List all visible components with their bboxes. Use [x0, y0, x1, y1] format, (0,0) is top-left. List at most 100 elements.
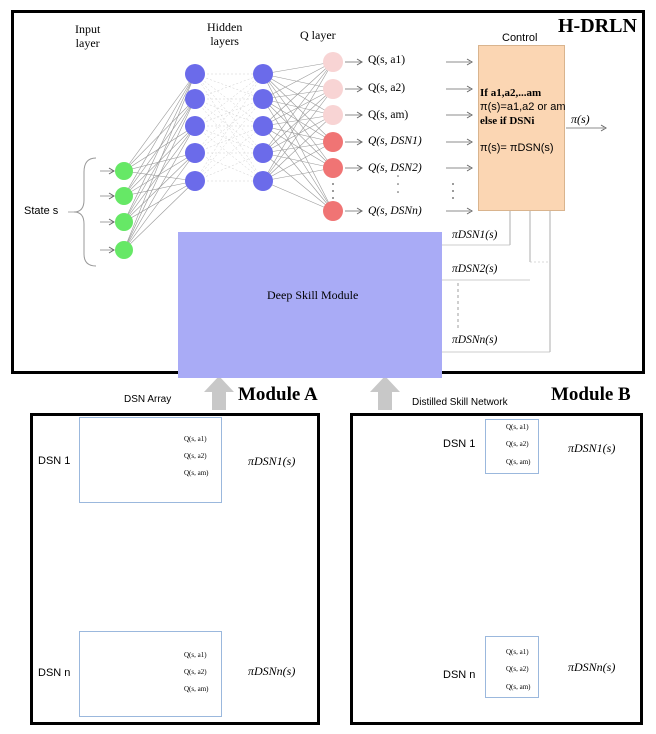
connection-line — [262, 73, 334, 212]
module-b-title: Module B — [551, 384, 631, 405]
q-label-dsnn: Q(s, DSNn) — [368, 205, 422, 217]
deep-skill-module-label: Deep Skill Module — [267, 288, 359, 302]
hidden2-neuron-2 — [253, 89, 273, 109]
module-a-arrow — [204, 376, 234, 410]
hidden1-neuron-5 — [185, 171, 205, 191]
connection-line — [194, 73, 264, 100]
dsn-1-box-b — [485, 419, 539, 474]
hidden1-neuron-3 — [185, 116, 205, 136]
connection-line — [194, 125, 264, 182]
connection-line — [262, 98, 334, 212]
connection-line — [262, 73, 334, 90]
input-arrow-head — [108, 192, 115, 200]
control-input-arrow-head — [466, 207, 473, 215]
h-drln-title: H-DRLN — [558, 15, 637, 37]
connection-line — [194, 73, 264, 182]
q-neuron-5 — [323, 158, 343, 178]
connection-line — [262, 61, 334, 154]
module-a-panel — [30, 413, 320, 725]
q-arrow-head — [356, 58, 363, 66]
label-ellipsis-dot — [397, 191, 399, 193]
pi-dsnn-a: πDSNn(s) — [248, 664, 296, 678]
input-neuron-2 — [115, 187, 133, 205]
connection-line — [262, 98, 334, 116]
q-neuron-2 — [323, 79, 343, 99]
q-layer-label: Q layer — [300, 28, 336, 42]
control-output-arrow-head — [600, 124, 607, 132]
connection-line — [262, 61, 334, 127]
connection-line — [262, 114, 334, 182]
connection-line — [262, 98, 334, 169]
q-neuron-1 — [323, 52, 343, 72]
connection-line — [123, 98, 196, 251]
module-b-caption: Distilled Skill Network — [412, 397, 508, 408]
connection-line — [262, 114, 334, 154]
control-rule-2: π(s)=a1,a2 or am — [480, 101, 566, 113]
input-arrow-head — [108, 218, 115, 226]
connection-line — [262, 125, 334, 169]
q-arrow-head — [356, 111, 363, 119]
module-b-qn-am: Q(s, am) — [506, 683, 531, 691]
dsn-1-label-a: DSN 1 — [38, 455, 71, 467]
state-brace — [73, 157, 97, 267]
connection-line — [123, 98, 196, 223]
module-a-qn-a1: Q(s, a1) — [184, 651, 207, 659]
control-rule-4: π(s)= πDSN(s) — [480, 142, 554, 154]
q-arrow-head — [356, 138, 363, 146]
connection-line — [194, 73, 264, 182]
connection-line — [262, 180, 334, 212]
hidden1-neuron-4 — [185, 143, 205, 163]
connection-line — [123, 73, 196, 172]
connection-line — [123, 73, 196, 197]
module-b-qn-a2: Q(s, a2) — [506, 665, 529, 673]
connection-line — [262, 114, 334, 127]
control-input-arrow-head — [466, 58, 473, 66]
dsn-1-box-a — [79, 417, 222, 503]
control-rule-3: else if DSNi — [480, 115, 535, 127]
state-label: State s — [24, 205, 59, 217]
connection-line — [194, 98, 264, 127]
dsn-1-label-b: DSN 1 — [443, 438, 476, 450]
connection-line — [262, 152, 334, 212]
input-neuron-4 — [115, 241, 133, 259]
connection-line — [262, 73, 334, 143]
connection-line — [262, 141, 334, 154]
module-b-q1-am: Q(s, am) — [506, 458, 531, 466]
hidden2-neuron-4 — [253, 143, 273, 163]
module-b-q1-a1: Q(s, a1) — [506, 423, 529, 431]
connection-line — [194, 98, 264, 182]
pi-dsnn-top: πDSNn(s) — [452, 334, 498, 346]
connection-line — [194, 73, 264, 154]
q-label-a2: Q(s, a2) — [368, 82, 406, 94]
q-ellipsis-dot — [332, 183, 334, 185]
connection-line — [262, 61, 334, 182]
label-ellipsis-dot — [397, 175, 399, 177]
dsn-n-box-a — [79, 631, 222, 717]
module-a-q1-a1: Q(s, a1) — [184, 435, 207, 443]
module-b-qn-a1: Q(s, a1) — [506, 648, 529, 656]
control-ellipsis-dot — [452, 197, 454, 199]
module-a-title: Module A — [238, 384, 318, 405]
connection-line — [194, 125, 264, 182]
q-label-a1: Q(s, a1) — [368, 54, 406, 66]
control-input-arrow-head — [466, 138, 473, 146]
q-arrow-head — [356, 85, 363, 93]
q-neuron-4 — [323, 132, 343, 152]
q-neuron-6 — [323, 201, 343, 221]
q-arrow-head — [356, 164, 363, 172]
connection-line — [123, 170, 196, 182]
dsn-n-label-a: DSN n — [38, 667, 71, 679]
control-ellipsis-dot — [452, 190, 454, 192]
control-input-arrow-head — [466, 164, 473, 172]
control-rule-1: If a1,a2,...am — [480, 87, 542, 99]
q-ellipsis-dot — [332, 190, 334, 192]
module-b-q1-a2: Q(s, a2) — [506, 440, 529, 448]
module-a-qn-am: Q(s, am) — [184, 685, 209, 693]
connection-line — [123, 125, 196, 251]
pi-dsn1-a: πDSN1(s) — [248, 454, 296, 468]
control-input-arrow-head — [466, 111, 473, 119]
connection-line — [194, 152, 264, 182]
pi-dsn2-top: πDSN2(s) — [452, 263, 498, 275]
connection-line — [262, 61, 334, 100]
